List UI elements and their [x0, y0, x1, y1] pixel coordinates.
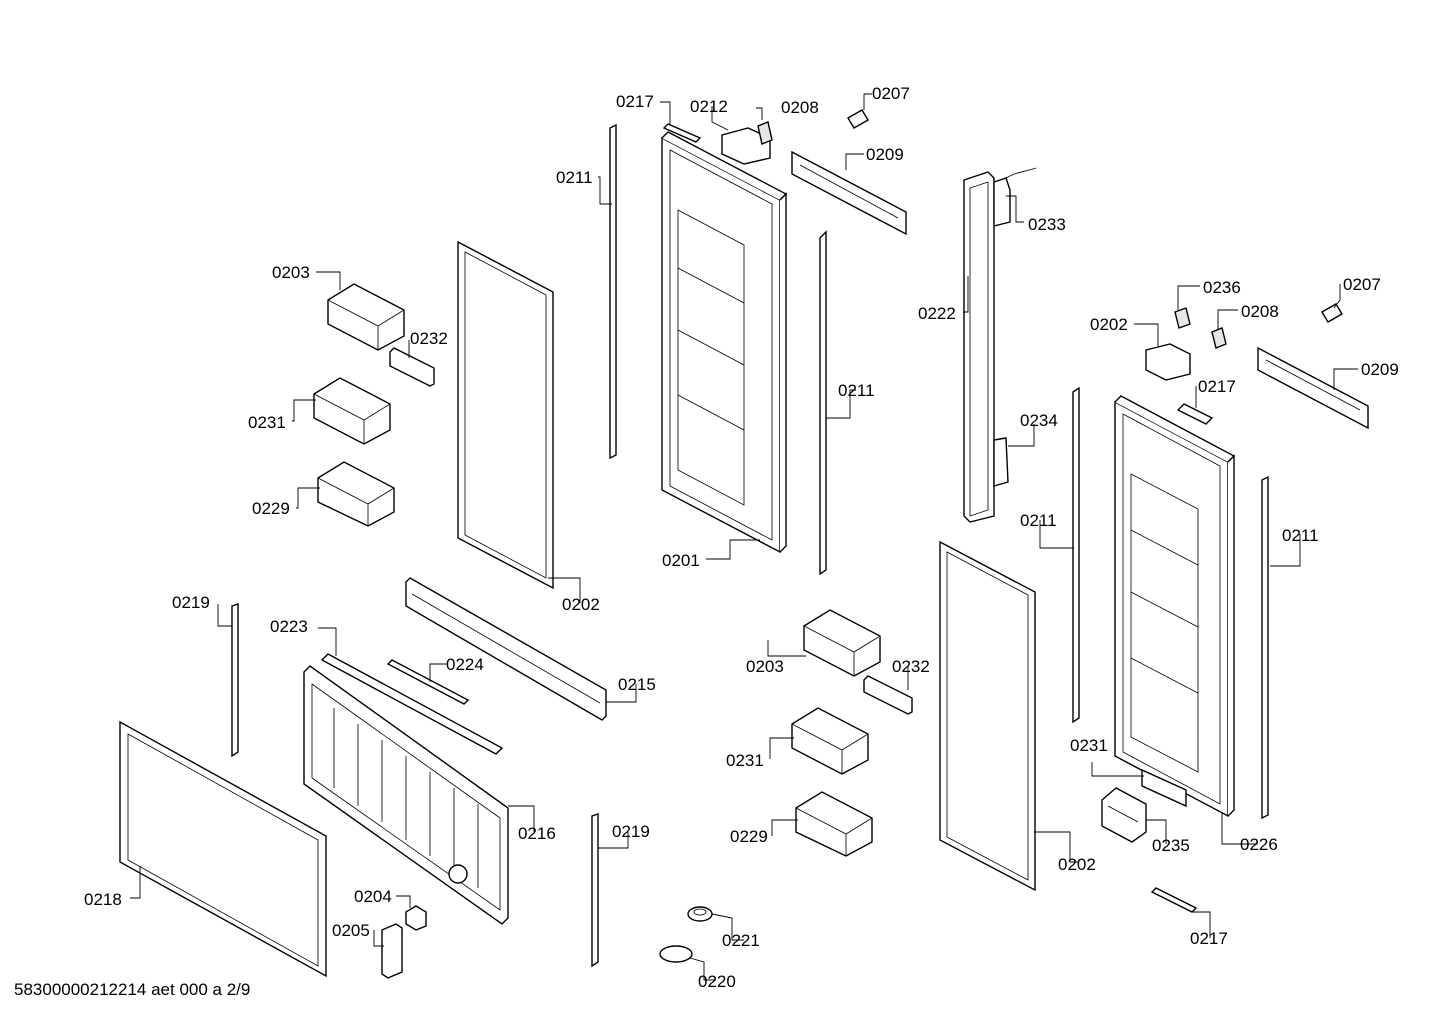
- part-0217-bracket-1: [662, 123, 702, 143]
- label-0221: 0221: [722, 931, 760, 950]
- part-0224-strip: [386, 659, 470, 705]
- label-0231: 0231: [248, 413, 286, 432]
- label-0215: 0215: [618, 675, 656, 694]
- part-0218-frame: [119, 720, 327, 978]
- label-0233: 0233: [1028, 215, 1066, 234]
- label-0202: 0202: [562, 595, 600, 614]
- part-0232-bracket-upper: [389, 347, 435, 387]
- label-0209: 0209: [866, 145, 904, 164]
- label-0220: 0220: [698, 972, 736, 991]
- part-0217-bracket-3: [1150, 887, 1198, 913]
- part-0231-bin-lower: [791, 707, 869, 775]
- label-0224: 0224: [446, 655, 484, 674]
- part-0217-bracket-2: [1176, 403, 1214, 425]
- label-0223: 0223: [270, 617, 308, 636]
- label-0217: 0217: [1190, 929, 1228, 948]
- part-labels: 0217 0212 0208 0207 0209 0211 0233 0203 …: [84, 84, 1399, 991]
- label-0229: 0229: [252, 499, 290, 518]
- part-0201-door: [661, 131, 788, 554]
- part-0211-strip-1: [609, 123, 617, 460]
- label-0202: 0202: [1090, 315, 1128, 334]
- part-0236-cap: [1174, 307, 1191, 329]
- label-0218: 0218: [84, 890, 122, 909]
- label-0207: 0207: [872, 84, 910, 103]
- label-0235: 0235: [1152, 836, 1190, 855]
- part-0231-bin-upper: [313, 377, 391, 445]
- part-0226-door: [1114, 395, 1236, 818]
- part-0220-cap: [659, 945, 693, 963]
- label-0208: 0208: [1241, 302, 1279, 321]
- part-0207-pad-1: [847, 109, 869, 129]
- label-0208: 0208: [781, 98, 819, 117]
- part-0229-bin-lower: [795, 791, 873, 857]
- label-0231: 0231: [1070, 736, 1108, 755]
- label-0231: 0231: [726, 751, 764, 770]
- label-0217: 0217: [1198, 377, 1236, 396]
- part-0219-strip-1: [231, 603, 239, 758]
- label-0203: 0203: [746, 657, 784, 676]
- label-0205: 0205: [332, 921, 370, 940]
- label-0211: 0211: [556, 168, 593, 187]
- part-0208-cap-2: [1211, 327, 1227, 349]
- label-0229: 0229: [730, 827, 768, 846]
- label-0211: 0211: [1020, 511, 1057, 530]
- part-0203-bin-lower: [803, 609, 881, 677]
- label-0212: 0212: [690, 97, 728, 116]
- part-0209-plate-2: [1257, 346, 1369, 430]
- part-0202-gasket-upper: [457, 240, 554, 590]
- label-0204: 0204: [354, 887, 392, 906]
- part-0219-strip-2: [591, 813, 599, 968]
- part-0229-bin-upper: [317, 461, 395, 527]
- label-0201: 0201: [662, 551, 700, 570]
- part-0211-strip-2: [819, 230, 827, 576]
- part-0232-bracket-lower: [863, 675, 913, 715]
- label-0211: 0211: [1282, 526, 1319, 545]
- part-0205-guide: [381, 923, 403, 979]
- document-id: 58300000212214 aet 000 a 2/9: [14, 980, 251, 999]
- label-0209: 0209: [1361, 360, 1399, 379]
- part-0212-cover: [721, 127, 771, 165]
- label-0207: 0207: [1343, 275, 1381, 294]
- label-0217: 0217: [616, 92, 654, 111]
- label-0236: 0236: [1203, 278, 1241, 297]
- label-0202: 0202: [1058, 855, 1096, 874]
- part-0202-cover: [1145, 343, 1191, 381]
- label-0232: 0232: [892, 657, 930, 676]
- label-0226: 0226: [1240, 835, 1278, 854]
- part-0215-rail: [405, 577, 607, 721]
- label-0211: 0211: [838, 381, 875, 400]
- part-0211-strip-3: [1072, 386, 1080, 724]
- label-0219: 0219: [612, 822, 650, 841]
- part-0211-strip-4: [1261, 475, 1269, 820]
- label-0222: 0222: [918, 304, 956, 323]
- part-0235-module: [1101, 787, 1147, 843]
- part-0221-knob: [687, 906, 713, 922]
- label-0234: 0234: [1020, 411, 1058, 430]
- part-0202-gasket-lower: [939, 540, 1036, 892]
- part-0223-strip: [320, 653, 504, 755]
- label-0219: 0219: [172, 593, 210, 612]
- part-0216-drawer-door: [303, 665, 509, 925]
- part-0207-pad-2: [1321, 303, 1343, 323]
- part-0203-bin-upper: [327, 283, 405, 351]
- label-0232: 0232: [410, 329, 448, 348]
- label-0216: 0216: [518, 824, 556, 843]
- leader-lines: [130, 93, 1358, 981]
- part-0209-plate-1: [791, 150, 907, 236]
- part-0204-clip: [405, 905, 427, 931]
- label-0203: 0203: [272, 263, 310, 282]
- part-0222-handle: [963, 167, 1037, 523]
- part-0208-cap-1: [757, 121, 773, 145]
